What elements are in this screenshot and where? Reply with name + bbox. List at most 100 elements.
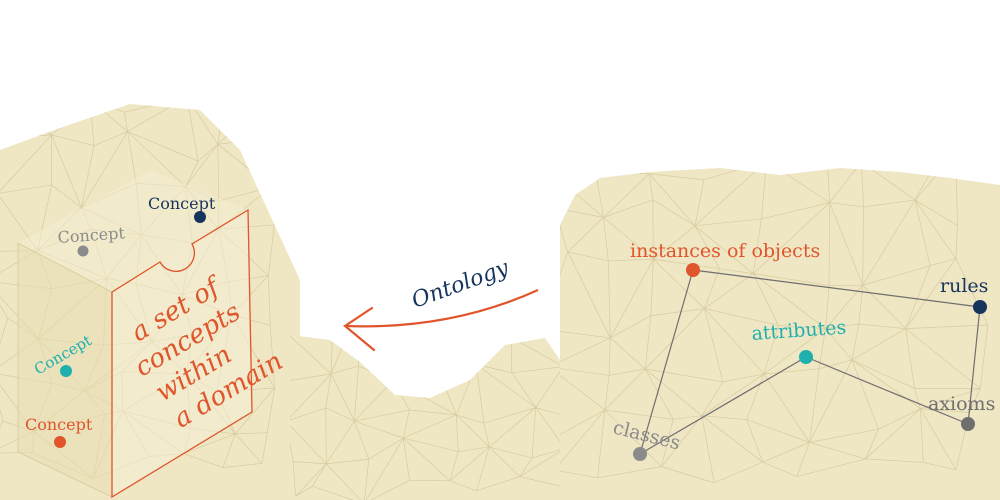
mesh-line (354, 380, 394, 422)
mesh-line (476, 476, 520, 492)
mesh-line (719, 268, 754, 275)
mesh-line (818, 328, 826, 369)
attributes-node (799, 350, 813, 364)
mesh-line (269, 325, 275, 389)
mesh-line (363, 459, 370, 500)
mesh-line (701, 415, 747, 420)
mesh-line (356, 316, 409, 318)
mesh-line (767, 153, 827, 161)
mesh-line (858, 323, 906, 329)
mesh-line (851, 359, 879, 430)
mesh-line (326, 458, 369, 465)
mesh-line (280, 104, 292, 137)
mesh-line (653, 225, 696, 260)
mesh-line (290, 373, 332, 383)
mesh-line (862, 199, 916, 286)
mesh-line (603, 217, 654, 260)
edge-rules-axioms (967, 306, 981, 425)
concept-label-gray: Concept (57, 223, 126, 247)
mesh-line (825, 285, 863, 329)
mesh-line (608, 337, 611, 376)
mesh-line (763, 373, 810, 443)
mesh-line (595, 170, 650, 175)
mesh-line (603, 217, 609, 261)
mesh-line (645, 368, 703, 416)
mesh-line (127, 131, 186, 187)
mesh-line (535, 366, 560, 408)
mesh-line (714, 461, 763, 484)
mesh-line (475, 364, 485, 424)
arrow-shaft (344, 288, 539, 328)
mesh-line (701, 381, 724, 416)
mesh-line (905, 258, 957, 329)
mesh-line (746, 373, 765, 420)
mesh-line (0, 104, 52, 136)
mesh-line (955, 225, 958, 259)
mesh-line (920, 408, 957, 471)
concept-label-orange: Concept (25, 415, 93, 434)
mesh-line (538, 161, 554, 208)
mesh-line (124, 112, 128, 132)
graph-edges (639, 269, 981, 455)
mesh-line (197, 143, 219, 162)
mesh-line (914, 168, 957, 201)
mesh-line (597, 409, 606, 478)
mesh-line (330, 335, 334, 374)
mesh-line (0, 92, 34, 102)
mesh-line (825, 328, 853, 361)
mesh-line (827, 153, 861, 162)
mesh-line (560, 366, 610, 376)
mesh-line (701, 415, 763, 463)
mesh-line (449, 480, 477, 492)
mesh-line (661, 466, 715, 484)
instances-label: instances of objects (630, 240, 820, 262)
mesh-line (560, 409, 606, 439)
mesh-line (519, 457, 533, 477)
mesh-line (354, 421, 370, 460)
mesh-line (560, 366, 606, 411)
mesh-line (862, 206, 864, 286)
mesh-line (914, 388, 921, 409)
mesh-line (535, 407, 560, 449)
mesh-line (312, 463, 327, 487)
mesh-line (266, 387, 275, 433)
concept-dot-teal (60, 365, 72, 377)
mesh-line (33, 104, 52, 136)
mesh-line (645, 368, 674, 420)
mesh-line (649, 173, 704, 181)
mesh-line (929, 258, 957, 267)
mesh-line (752, 218, 762, 274)
mesh-line (694, 225, 754, 274)
mesh-line (763, 368, 820, 375)
mesh-line (183, 453, 224, 468)
mesh-line (778, 324, 826, 329)
mesh-line (567, 217, 604, 253)
mesh-line (955, 168, 958, 226)
mesh-line (650, 259, 654, 316)
mesh-line (290, 373, 332, 422)
mesh-line (403, 414, 457, 439)
mesh-line (661, 415, 703, 467)
mesh-line (90, 104, 125, 113)
mesh-line (519, 476, 560, 491)
mesh-line (560, 251, 569, 330)
terrain-mesh-middle (290, 316, 560, 500)
mesh-line (694, 179, 705, 226)
mesh-line (403, 437, 451, 481)
mesh-line (704, 268, 720, 309)
mesh-line (560, 168, 596, 172)
mesh-line (186, 104, 224, 110)
mesh-line (392, 335, 443, 381)
concept-dot-navy (194, 211, 206, 223)
mesh-line (442, 335, 477, 365)
mesh-line (851, 324, 860, 361)
cube-label-frame (111, 208, 253, 499)
mesh-line (809, 428, 879, 443)
mesh-line (703, 168, 767, 181)
mesh-line (476, 446, 490, 491)
mesh-line (753, 273, 830, 286)
mesh-line (0, 280, 9, 319)
mesh-line (650, 308, 705, 316)
mesh-line (818, 359, 853, 370)
